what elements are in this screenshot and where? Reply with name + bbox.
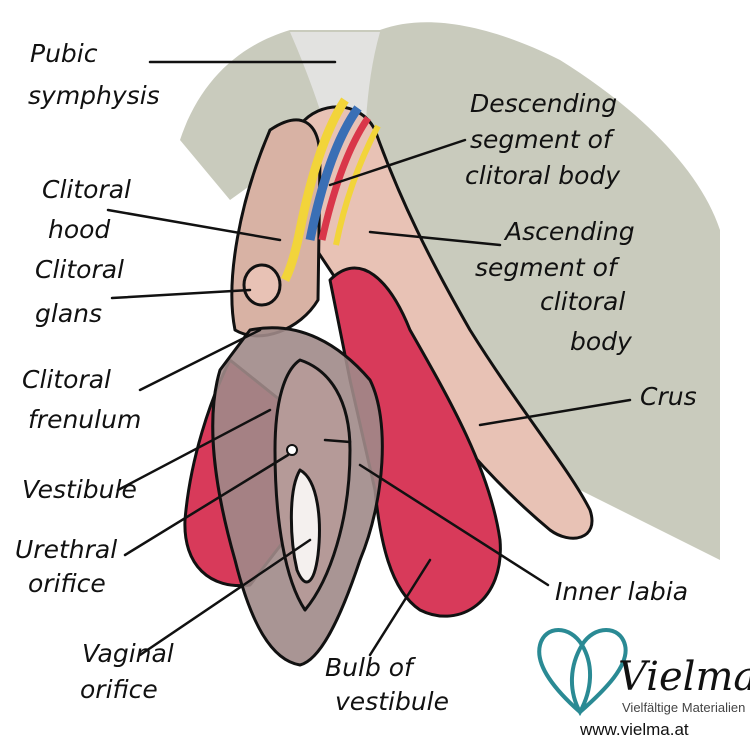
pubic-symphysis <box>290 32 380 120</box>
leader-lines <box>106 60 632 657</box>
nerve-2 <box>333 124 381 246</box>
artery <box>318 116 371 241</box>
vein <box>305 105 362 241</box>
logo-url: www.vielma.at <box>579 720 689 739</box>
label-inner-labia: Inner labia <box>555 577 688 606</box>
logo-heart-icon <box>537 628 628 717</box>
logo-tagline: Vielfältige Materialien <box>622 700 745 715</box>
logo-name: Vielma <box>618 654 750 700</box>
urethral-orifice <box>286 444 298 456</box>
vielma-logo: Vielma Vielfältige Materialien www.vielm… <box>537 628 750 739</box>
bulb-of-vestibule-right <box>328 266 502 618</box>
clitoral-glans <box>242 263 282 307</box>
label-crus: Crus <box>640 382 697 411</box>
vestibule-mark <box>323 438 352 444</box>
label-vestibule: Vestibule <box>22 475 137 504</box>
nerve <box>280 97 349 283</box>
vaginal-orifice <box>289 468 321 584</box>
